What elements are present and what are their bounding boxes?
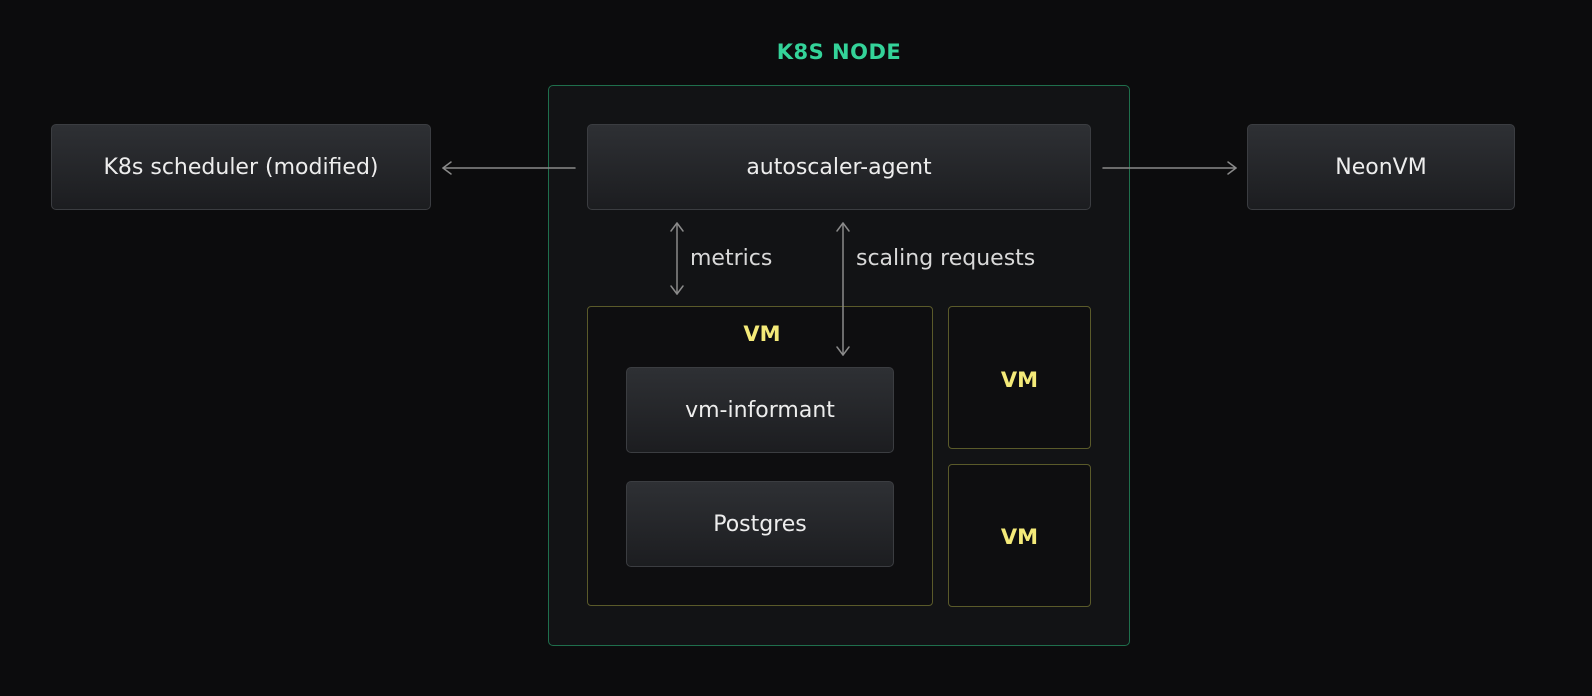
metrics-edge-label: metrics — [690, 246, 773, 271]
vm-informant-label: vm-informant — [685, 397, 835, 423]
k8s-scheduler-label: K8s scheduler (modified) — [103, 154, 379, 180]
autoscaler-agent-box: autoscaler-agent — [587, 124, 1091, 210]
scaling-requests-edge-label: scaling requests — [856, 246, 1036, 271]
arrow-to-neonvm — [1102, 161, 1237, 175]
main-vm-label: VM — [743, 322, 781, 346]
k8s-scheduler-box: K8s scheduler (modified) — [51, 124, 431, 210]
vm-informant-box: vm-informant — [626, 367, 894, 453]
neonvm-label: NeonVM — [1335, 154, 1427, 180]
scaling-requests-arrow — [836, 222, 850, 356]
neonvm-box: NeonVM — [1247, 124, 1515, 210]
metrics-arrow — [670, 222, 684, 295]
postgres-box: Postgres — [626, 481, 894, 567]
autoscaler-agent-label: autoscaler-agent — [746, 154, 932, 180]
vm-container-3 — [948, 464, 1091, 607]
k8s-node-title: K8S NODE — [776, 40, 902, 64]
postgres-label: Postgres — [713, 511, 807, 537]
vm-label-2: VM — [1000, 368, 1039, 392]
vm-container-2 — [948, 306, 1091, 449]
vm-label-3: VM — [1000, 525, 1039, 549]
arrow-to-scheduler — [442, 161, 576, 175]
